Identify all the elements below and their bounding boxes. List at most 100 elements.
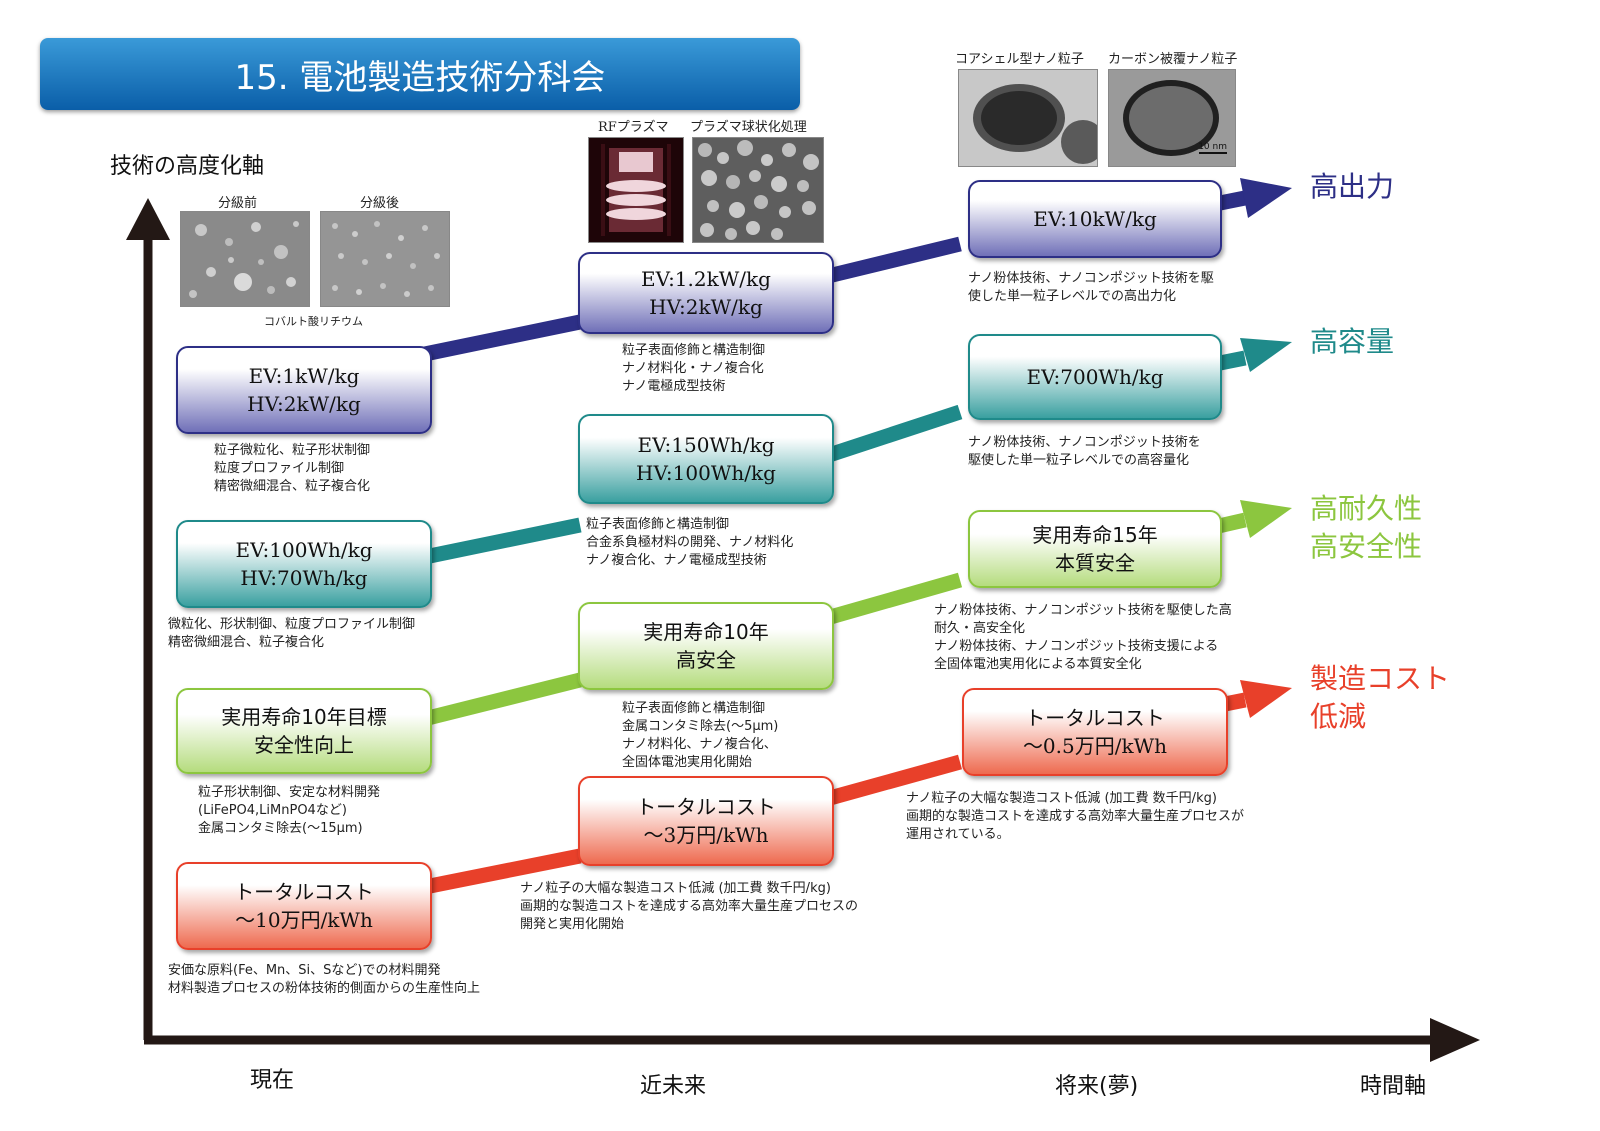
- capacity-present-line2: HV:70Wh/kg: [240, 566, 368, 590]
- capacity-near-line2: HV:100Wh/kg: [636, 461, 776, 485]
- desc-line: ナノ粒子の大幅な製造コスト低減 (加工費 数千円/kg): [520, 881, 831, 896]
- power-near-line2: HV:2kW/kg: [649, 295, 763, 319]
- desc-line: 粒度プロファイル制御: [214, 461, 345, 476]
- cost-future-line2: 〜0.5万円/kWh: [1022, 734, 1168, 758]
- durability-near-box: 実用寿命10年 高安全: [578, 602, 834, 690]
- goal-durability-line2: 高安全性: [1310, 530, 1423, 563]
- desc-line: 粒子微粒化、粒子形状制御: [214, 443, 371, 458]
- power-present-line1: EV:1kW/kg: [248, 364, 360, 388]
- capacity-arrow-head: [1240, 338, 1292, 372]
- power-near-desc: 粒子表面修飾と構造制御 ナノ材料化・ナノ複合化 ナノ電極成型技術: [622, 342, 765, 396]
- desc-line: 粒子形状制御、安定な材料開発: [198, 785, 381, 800]
- capacity-future-box: EV:700Wh/kg: [968, 334, 1222, 420]
- cost-present-desc: 安価な原料(Fe、Mn、Si、Sなど)での材料開発 材料製造プロセスの粉体技術的…: [168, 962, 480, 998]
- desc-line: ナノ粉体技術、ナノコンポジット技術を: [968, 435, 1201, 450]
- capacity-future-desc: ナノ粉体技術、ナノコンポジット技術を 駆使した単一粒子レベルでの高容量化: [968, 434, 1201, 470]
- desc-line: 運用されている。: [906, 827, 1010, 842]
- y-axis-arrow: [126, 198, 170, 240]
- cost-track: [418, 680, 1292, 896]
- photo-core-shell: [958, 69, 1098, 167]
- photo-plasma-spherical: [692, 137, 824, 243]
- photo-rf-plasma-label: RFプラズマ: [598, 120, 669, 135]
- durability-track: [418, 500, 1292, 728]
- photo-before-classification: [180, 211, 310, 307]
- desc-line: 粒子表面修飾と構造制御: [586, 517, 730, 532]
- cost-present-box: トータルコスト 〜10万円/kWh: [176, 862, 432, 950]
- capacity-near-box: EV:150Wh/kg HV:100Wh/kg: [578, 414, 834, 504]
- photo-after-label: 分級後: [360, 196, 400, 211]
- x-axis-label: 時間軸: [1360, 1074, 1427, 1099]
- desc-line: 開発と実用化開始: [520, 917, 625, 932]
- durability-future-line1: 実用寿命15年: [1032, 523, 1158, 547]
- photo-before-label: 分級前: [218, 196, 258, 211]
- cost-future-box: トータルコスト 〜0.5万円/kWh: [962, 688, 1228, 776]
- cost-future-desc: ナノ粒子の大幅な製造コスト低減 (加工費 数千円/kg) 画期的な製造コストを達…: [906, 790, 1244, 844]
- photo-core-shell-label: コアシェル型ナノ粒子: [955, 52, 1084, 67]
- capacity-near-desc: 粒子表面修飾と構造制御 合金系負極材料の開発、ナノ材料化 ナノ複合化、ナノ電極成…: [586, 516, 793, 570]
- cost-present-line2: 〜10万円/kWh: [235, 908, 373, 932]
- desc-line: ナノ粉体技術、ナノコンポジット技術を駆: [968, 271, 1214, 286]
- desc-line: 精密微細混合、粒子複合化: [214, 479, 371, 494]
- photo-plasma-spherical-label: プラズマ球状化処理: [690, 120, 807, 135]
- cost-near-line1: トータルコスト: [636, 795, 776, 819]
- desc-line: ナノ材料化・ナノ複合化: [622, 361, 764, 376]
- photo-scale-bar-label: 10 nm: [1198, 142, 1227, 152]
- goal-cost-line2: 低減: [1310, 700, 1367, 733]
- durability-future-line2: 本質安全: [1055, 551, 1135, 575]
- durability-present-desc: 粒子形状制御、安定な材料開発 (LiFePO4,LiMnPO4など) 金属コンタ…: [198, 784, 380, 838]
- power-present-desc: 粒子微粒化、粒子形状制御 粒度プロファイル制御 精密微細混合、粒子複合化: [214, 442, 370, 496]
- photo-lco-caption: コバルト酸リチウム: [264, 315, 363, 328]
- goal-cost-line1: 製造コスト: [1310, 662, 1451, 695]
- x-axis-arrow: [1430, 1018, 1480, 1062]
- durability-near-desc: 粒子表面修飾と構造制御 金属コンタミ除去(〜5μm) ナノ材料化、ナノ複合化、 …: [622, 700, 778, 772]
- cost-near-box: トータルコスト 〜3万円/kWh: [578, 776, 834, 866]
- cost-arrow-head: [1240, 680, 1292, 718]
- cost-near-line2: 〜3万円/kWh: [643, 823, 769, 847]
- stage-present-label: 現在: [250, 1068, 295, 1093]
- desc-line: 駆使した単一粒子レベルでの高容量化: [968, 453, 1190, 468]
- durability-near-line2: 高安全: [676, 648, 736, 672]
- desc-line: 全固体電池実用化開始: [622, 755, 753, 770]
- photo-rf-plasma: [588, 137, 684, 243]
- durability-future-box: 実用寿命15年 本質安全: [968, 510, 1222, 588]
- power-near-box: EV:1.2kW/kg HV:2kW/kg: [578, 252, 834, 334]
- power-arrow-head: [1240, 178, 1292, 218]
- capacity-present-box: EV:100Wh/kg HV:70Wh/kg: [176, 520, 432, 608]
- capacity-present-desc: 微粒化、形状制御、粒度プロファイル制御 精密微細混合、粒子複合化: [168, 616, 415, 652]
- desc-line: 微粒化、形状制御、粒度プロファイル制御: [168, 617, 416, 632]
- desc-line: ナノ粉体技術、ナノコンポジット技術支援による: [934, 639, 1219, 654]
- desc-line: ナノ電極成型技術: [622, 379, 726, 394]
- desc-line: 金属コンタミ除去(〜5μm): [622, 719, 779, 734]
- goal-capacity: 高容量: [1310, 325, 1395, 358]
- goal-cost: 製造コスト 低減: [1310, 660, 1450, 736]
- goal-power: 高出力: [1310, 170, 1395, 203]
- photo-carbon-coated: 10 nm: [1108, 69, 1236, 167]
- desc-line: ナノ材料化、ナノ複合化、: [622, 737, 777, 752]
- page-title: 15. 電池製造技術分科会: [234, 58, 606, 98]
- photo-carbon-coated-label: カーボン被覆ナノ粒子: [1108, 52, 1238, 67]
- durability-future-desc: ナノ粉体技術、ナノコンポジット技術を駆使した高 耐久・高安全化 ナノ粉体技術、ナ…: [934, 602, 1232, 674]
- desc-line: 画期的な製造コストを達成する高効率大量生産プロセスが: [906, 809, 1245, 824]
- desc-line: 材料製造プロセスの粉体技術的側面からの生産性向上: [168, 981, 481, 996]
- cost-present-line1: トータルコスト: [234, 880, 374, 904]
- y-axis-label: 技術の高度化軸: [110, 154, 265, 179]
- capacity-near-line1: EV:150Wh/kg: [637, 433, 775, 457]
- power-future-desc: ナノ粉体技術、ナノコンポジット技術を駆 使した単一粒子レベルでの高出力化: [968, 270, 1214, 306]
- desc-line: 金属コンタミ除去(〜15μm): [198, 821, 363, 836]
- goal-durability-line1: 高耐久性: [1310, 492, 1423, 525]
- desc-line: ナノ粉体技術、ナノコンポジット技術を駆使した高: [934, 603, 1232, 618]
- photo-after-classification: [320, 211, 450, 307]
- desc-line: 使した単一粒子レベルでの高出力化: [968, 289, 1177, 304]
- durability-present-line2: 安全性向上: [254, 733, 354, 757]
- stage-future-label: 将来(夢): [1055, 1074, 1139, 1099]
- goal-durability: 高耐久性 高安全性: [1310, 490, 1422, 566]
- desc-line: 全固体電池実用化による本質安全化: [934, 657, 1142, 672]
- desc-line: 粒子表面修飾と構造制御: [622, 343, 766, 358]
- desc-line: ナノ粒子の大幅な製造コスト低減 (加工費 数千円/kg): [906, 791, 1217, 806]
- title-bar: 15. 電池製造技術分科会: [40, 38, 800, 110]
- desc-line: (LiFePO4,LiMnPO4など): [198, 803, 347, 818]
- desc-line: 画期的な製造コストを達成する高効率大量生産プロセスの: [520, 899, 859, 914]
- durability-arrow-head: [1240, 500, 1292, 538]
- capacity-present-line1: EV:100Wh/kg: [235, 538, 373, 562]
